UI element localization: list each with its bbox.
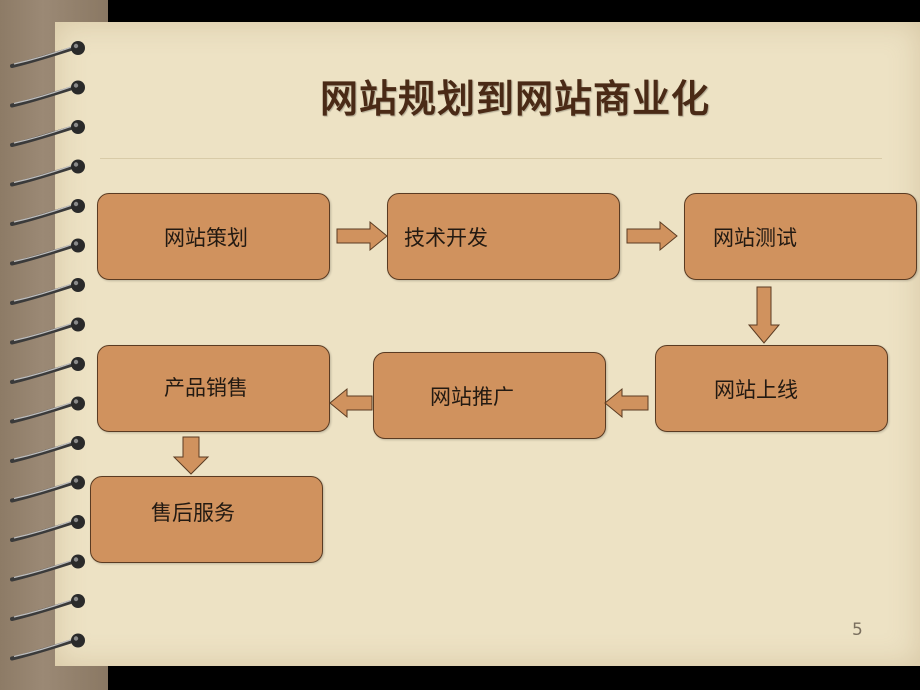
spiral-ring: [10, 633, 85, 661]
node-testing-label: 网站测试: [713, 225, 797, 250]
spiral-ring: [10, 238, 85, 266]
node-after-sales: 售后服务: [90, 476, 323, 563]
spiral-ring: [10, 80, 85, 108]
node-development-label: 技术开发: [404, 225, 488, 250]
spiral-ring: [10, 396, 85, 424]
node-planning-label: 网站策划: [164, 225, 248, 250]
node-launch-label: 网站上线: [714, 377, 798, 402]
spiral-ring: [10, 594, 85, 621]
node-testing: 网站测试: [684, 193, 917, 280]
node-sales: 产品销售: [97, 345, 330, 432]
spiral-ring: [10, 120, 85, 147]
spiral-rings-decoration: [10, 41, 85, 661]
spiral-ring: [10, 199, 85, 226]
spiral-ring: [10, 554, 85, 582]
spiral-ring: [10, 515, 85, 542]
node-promotion-label: 网站推广: [430, 384, 514, 409]
spiral-ring: [10, 278, 85, 305]
spiral-ring: [10, 317, 85, 345]
page-number: 5: [852, 620, 863, 640]
spiral-ring: [10, 41, 85, 68]
title-divider: [100, 158, 882, 159]
slide-title: 网站规划到网站商业化: [319, 77, 710, 121]
spiral-ring: [10, 357, 85, 384]
spiral-ring: [10, 159, 85, 187]
node-promotion: 网站推广: [373, 352, 606, 439]
spiral-ring: [10, 436, 85, 463]
node-after-sales-label: 售后服务: [151, 501, 235, 525]
node-sales-label: 产品销售: [164, 376, 248, 400]
node-planning: 网站策划: [97, 193, 330, 280]
node-development: 技术开发: [387, 193, 620, 280]
node-launch: 网站上线: [655, 345, 888, 432]
spiral-ring: [10, 475, 85, 503]
